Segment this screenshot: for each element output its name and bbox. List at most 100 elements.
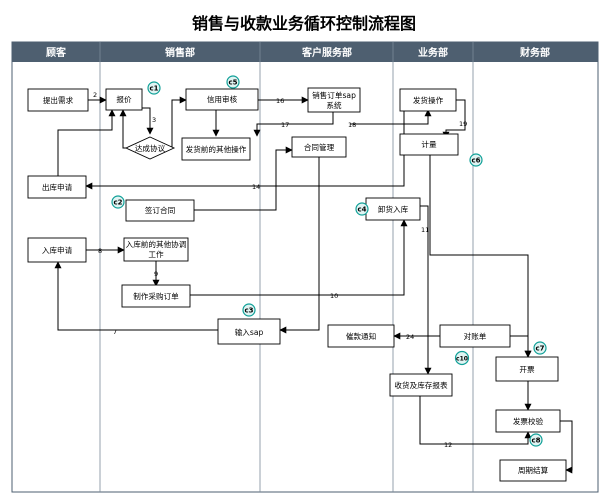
- node-outbound-request: 出库申请: [27, 175, 87, 199]
- node-pre-ship: 发货前的其他操作: [181, 137, 251, 161]
- edge-label-18: 18: [348, 121, 356, 129]
- node-invoicing: 开票: [495, 356, 559, 382]
- node-invoice-verification-label: 发票校验: [513, 416, 544, 426]
- edge-label-14: 14: [252, 183, 260, 191]
- node-sign-contract-label: 签订合同: [145, 205, 175, 215]
- edge-order-to-pre-ship: [253, 110, 334, 137]
- node-quote-label: 报价: [116, 94, 132, 104]
- badge-c7-label: c7: [535, 345, 544, 353]
- edge-shipping-to-metering: [442, 99, 466, 139]
- edge-statement-to-invoice-b: [510, 335, 532, 358]
- lane-header-business: 业务部: [418, 46, 448, 59]
- edge-sap-to-inbound: [54, 261, 218, 331]
- node-request-label: 提出需求: [43, 95, 74, 105]
- badge-c1: c1: [147, 81, 161, 95]
- edge-label-8: 8: [98, 247, 102, 255]
- node-credit-review: 信用审核: [185, 88, 259, 111]
- node-statement-label: 对账单: [464, 331, 487, 341]
- badge-c5: c5: [226, 75, 240, 89]
- badge-c8-label: c8: [531, 437, 540, 445]
- node-period-settlement-label: 周期结算: [518, 465, 549, 475]
- flow-connectors: [54, 96, 573, 474]
- badge-c6-label: c6: [471, 157, 480, 165]
- edge-unloading-to-report: [420, 205, 432, 375]
- lane-header-finance: 财务部: [519, 46, 550, 59]
- node-sales-order: 销售订单sap 系统: [307, 87, 361, 113]
- node-inventory-report: 收货及库存报表: [389, 373, 453, 397]
- node-agreement-label: 达成协议: [135, 143, 166, 153]
- edge-metering-to-invoice: [429, 152, 532, 358]
- node-period-settlement: 周期结算: [499, 459, 567, 482]
- node-sign-contract: 签订合同: [125, 199, 195, 222]
- node-unloading: 卸货入库: [365, 197, 421, 221]
- edge-label-2: 2: [93, 91, 97, 99]
- node-contract-management-label: 合同管理: [304, 142, 335, 152]
- node-pre-inbound-coordination: 入库前的其他协调 工作: [123, 237, 189, 262]
- badge-c10: c10: [454, 350, 470, 366]
- node-invoicing-label: 开票: [519, 365, 535, 374]
- node-purchase-order: 制作采购订单: [121, 284, 191, 308]
- node-invoice-verification: 发票校验: [495, 409, 561, 433]
- node-contract-management: 合同管理: [291, 136, 347, 158]
- edge-label-12: 12: [444, 441, 452, 449]
- badge-c2-label: c2: [113, 199, 122, 207]
- badge-c3-label: c3: [244, 307, 253, 315]
- node-metering: 计量: [399, 133, 459, 156]
- diagram-title: 销售与收款业务循环控制流程图: [192, 14, 416, 33]
- node-quote: 报价: [105, 88, 143, 111]
- lane-header-customer: 顾客: [46, 46, 67, 59]
- lane-header-customer-service: 客户服务部: [301, 46, 352, 59]
- badge-c4: c4: [355, 202, 369, 216]
- edge-label-9: 9: [154, 270, 158, 278]
- edge-order-to-shipping: [350, 109, 432, 125]
- edge-label-10: 10: [330, 292, 338, 300]
- node-credit-review-label: 信用审核: [207, 94, 238, 104]
- node-sales-order-label-line2: 系统: [326, 100, 342, 110]
- edge-label-3: 3: [152, 116, 156, 124]
- lane-header-bar: [12, 42, 598, 62]
- edge-report-to-verify: [419, 396, 532, 445]
- edge-label-24: 24: [406, 333, 414, 341]
- badge-c3: c3: [242, 303, 256, 317]
- badge-c4-label: c4: [357, 206, 366, 214]
- badge-c1-label: c1: [149, 85, 158, 93]
- edge-agreement-to-credit: [171, 96, 187, 148]
- edge-label-19: 19: [459, 120, 467, 128]
- node-pre-ship-label: 发货前的其他操作: [186, 144, 247, 154]
- badge-c6: c6: [469, 153, 483, 167]
- lane-header-sales: 销售部: [165, 46, 195, 59]
- edge-verify-to-settlement: [560, 420, 573, 474]
- edge-label-16: 16: [276, 97, 284, 105]
- node-payment-reminder: 催款通知: [327, 324, 395, 348]
- node-inbound-request: 入库申请: [27, 237, 87, 263]
- edge-label-11: 11: [421, 226, 429, 234]
- node-inventory-report-label: 收货及库存报表: [394, 380, 448, 390]
- edge-po-to-unloading: [190, 219, 408, 296]
- node-purchase-order-label: 制作采购订单: [133, 291, 179, 301]
- node-shipping-label: 发货操作: [413, 95, 444, 105]
- edge-label-7: 7: [113, 328, 117, 336]
- node-unloading-label: 卸货入库: [378, 204, 409, 214]
- edge-quote-to-agreement: [142, 107, 154, 135]
- node-statement: 对账单: [439, 324, 511, 348]
- badge-c8: c8: [529, 433, 543, 447]
- edge-label-17: 17: [281, 121, 289, 129]
- badge-c5-label: c5: [228, 79, 237, 87]
- badge-c10-label: c10: [456, 356, 468, 363]
- edge-labels: 2 3 16 17 18 19 14 11 8 9 10 7 24 12: [93, 91, 467, 449]
- edge-contract-to-management: [194, 146, 293, 211]
- node-pre-inbound-coord-line1: 入库前的其他协调: [126, 239, 187, 249]
- node-payment-reminder-label: 催款通知: [346, 331, 376, 341]
- badge-c2: c2: [111, 195, 125, 209]
- node-metering-label: 计量: [421, 139, 437, 149]
- node-sales-order-label-line1: 销售订单sap: [312, 90, 356, 100]
- node-pre-inbound-coord-line2: 工作: [148, 249, 164, 259]
- edge-management-to-sap: [279, 156, 320, 334]
- node-enter-sap: 输入sap: [217, 318, 281, 345]
- node-request: 提出需求: [27, 88, 89, 112]
- node-agreement-decision: 达成协议: [124, 136, 176, 160]
- node-shipping: 发货操作: [399, 88, 457, 112]
- badge-c7: c7: [533, 341, 547, 355]
- node-enter-sap-label: 输入sap: [235, 327, 264, 337]
